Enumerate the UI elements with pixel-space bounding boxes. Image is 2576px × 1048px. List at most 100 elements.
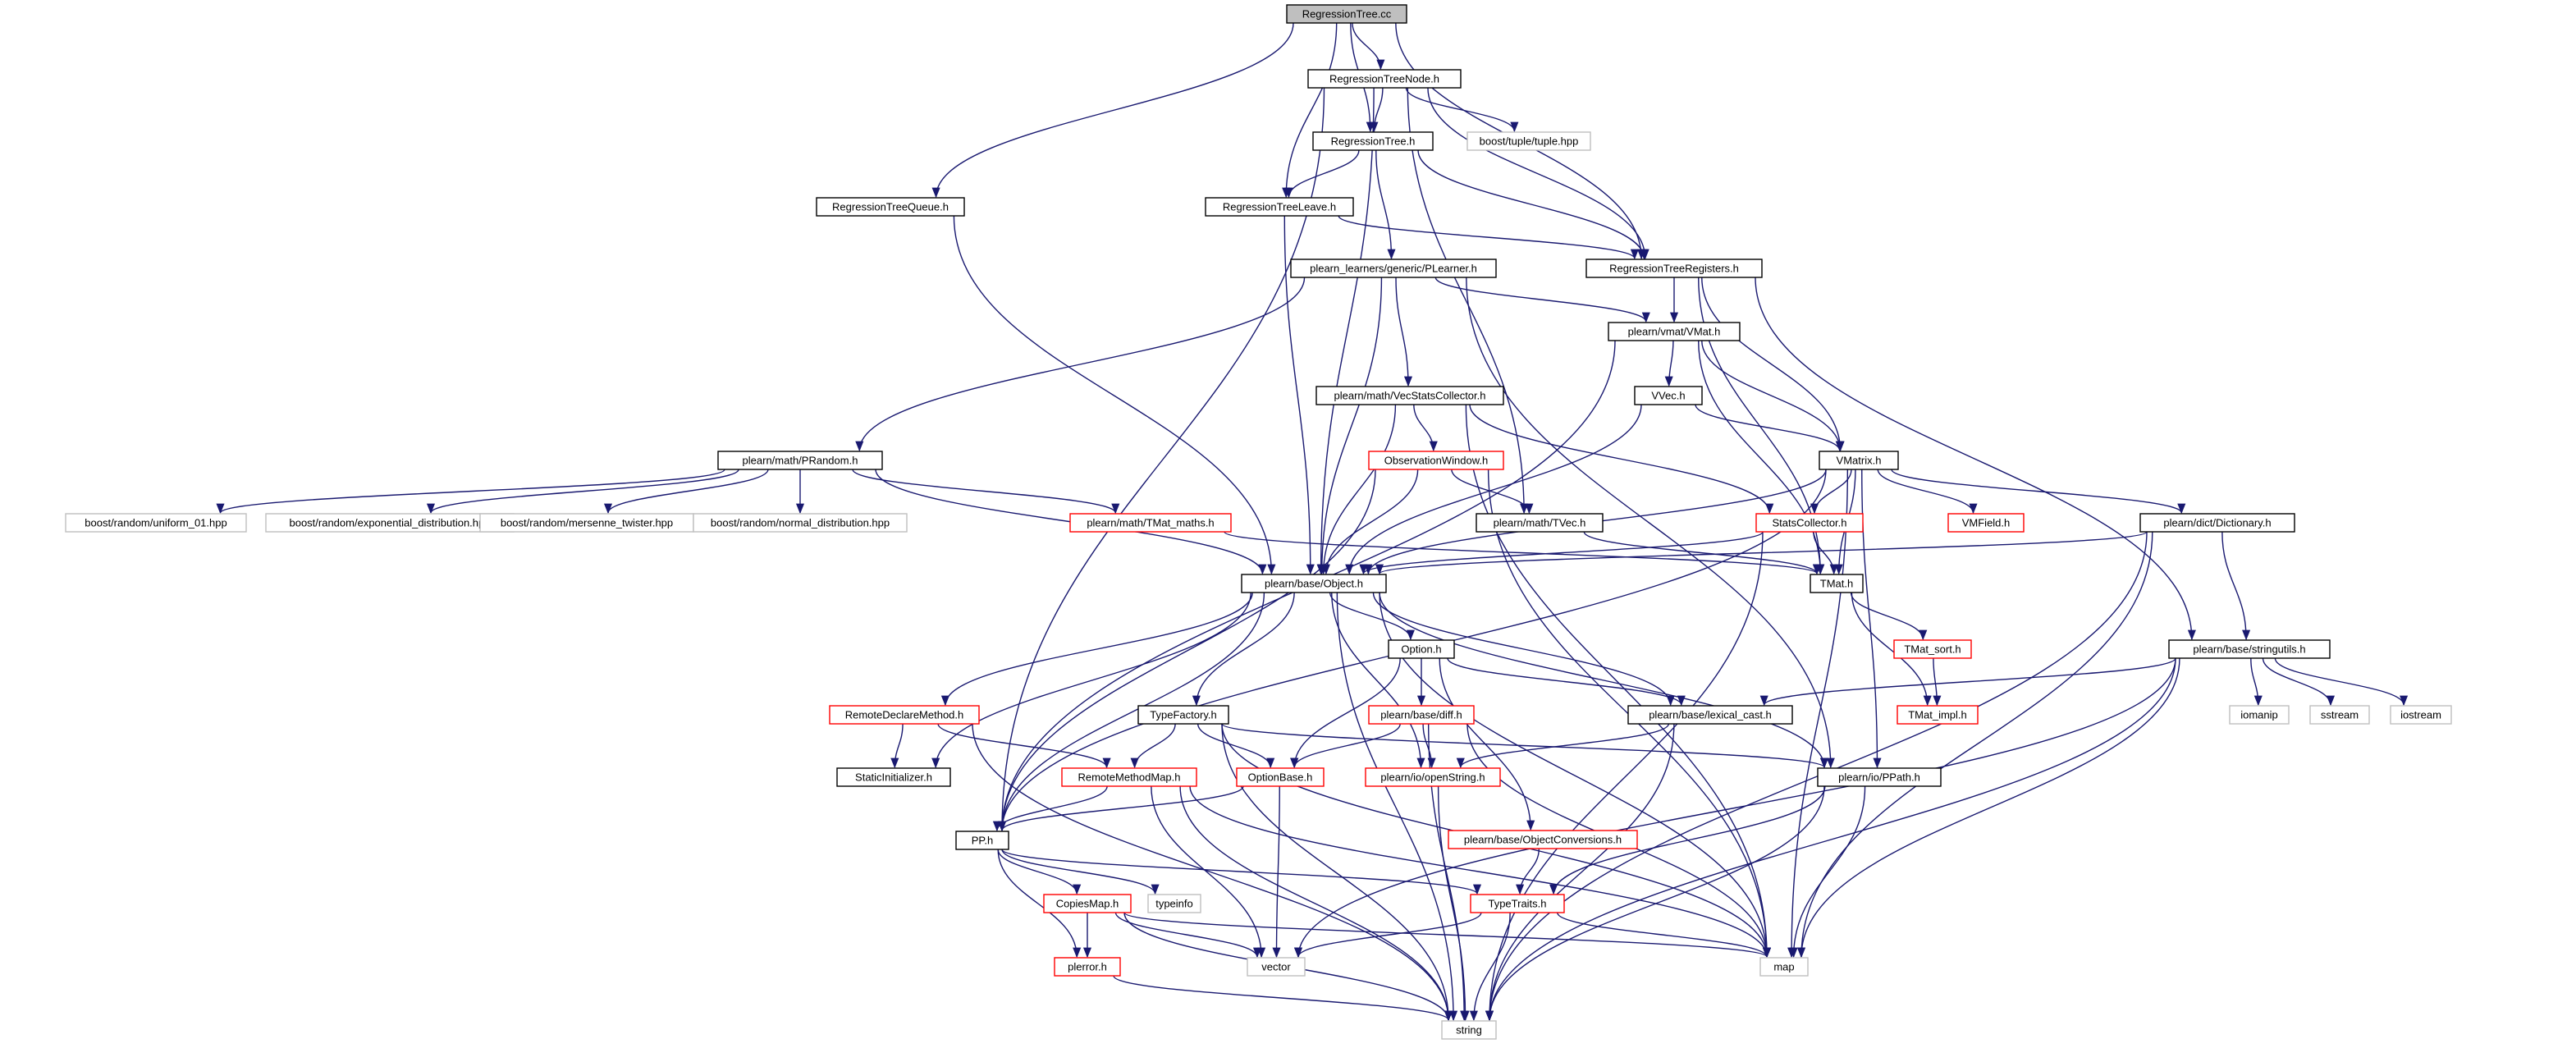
node-label: plearn/base/Object.h — [1265, 578, 1363, 590]
node-uniform01[interactable]: boost/random/uniform_01.hpp — [65, 513, 247, 533]
node-map[interactable]: map — [1759, 957, 1809, 977]
node-label: TMat_sort.h — [1904, 643, 1961, 656]
node-openstring-h[interactable]: plearn/io/openString.h — [1365, 767, 1501, 787]
node-label: iostream — [2400, 709, 2441, 721]
edge-remotemethodmap-h-to-string — [1179, 785, 1453, 1022]
node-tvec-h[interactable]: plearn/math/TVec.h — [1476, 513, 1604, 533]
node-typeinfo[interactable]: typeinfo — [1147, 894, 1201, 913]
edge-tmat-sort-h-to-tmat-impl-h — [1933, 657, 1942, 707]
node-label: ObservationWindow.h — [1384, 455, 1488, 467]
node-box — [1817, 767, 1942, 787]
edge-regressiontreeleave-h-to-regressiontreeregisters-h — [1338, 215, 1639, 260]
edge-regressiontreeregisters-h-to-vmatrix-h — [1701, 277, 1845, 452]
edge-stringutils-h-to-sstream — [2262, 657, 2336, 707]
edge-prandom-h-to-object-h — [875, 469, 1267, 575]
node-label: boost/random/normal_distribution.hpp — [711, 517, 890, 529]
edge-object-h-to-remotedeclaremethod-h — [940, 592, 1253, 707]
node-typetraits-h[interactable]: TypeTraits.h — [1470, 894, 1565, 913]
node-normdist[interactable]: boost/random/normal_distribution.hpp — [693, 513, 908, 533]
node-lexical-cast-h[interactable]: plearn/base/lexical_cast.h — [1627, 705, 1793, 725]
edge-lexical-cast-h-to-string — [1485, 723, 1675, 1022]
node-box — [1147, 894, 1201, 913]
node-vector[interactable]: vector — [1247, 957, 1306, 977]
node-tmat-maths-h[interactable]: plearn/math/TMat_maths.h — [1069, 513, 1232, 533]
node-box — [1819, 451, 1899, 470]
edge-vmatrix-h-to-map — [1787, 469, 1849, 959]
node-box — [1241, 574, 1387, 593]
edge-remotemethodmap-h-to-vector — [1151, 785, 1266, 959]
node-string[interactable]: string — [1441, 1020, 1497, 1040]
node-ppath-h[interactable]: plearn/io/PPath.h — [1817, 767, 1942, 787]
edge-copiesmap-h-to-vector — [1114, 912, 1261, 959]
node-copiesmap-h[interactable]: CopiesMap.h — [1043, 894, 1132, 913]
node-tmat-sort-h[interactable]: TMat_sort.h — [1893, 639, 1972, 659]
edge-typetraits-h-to-map — [1557, 912, 1771, 959]
node-staticinitializer-h[interactable]: StaticInitializer.h — [836, 767, 951, 787]
node-label: PP.h — [972, 835, 994, 847]
edge-prandom-h-to-uniform01 — [216, 469, 725, 515]
node-label: TypeTraits.h — [1488, 898, 1546, 910]
node-regressiontree-h[interactable]: RegressionTree.h — [1312, 131, 1434, 151]
node-iomanip[interactable]: iomanip — [2229, 705, 2290, 725]
node-box — [1368, 451, 1504, 470]
node-remotemethodmap-h[interactable]: RemoteMethodMap.h — [1061, 767, 1197, 787]
node-iostream[interactable]: iostream — [2390, 705, 2452, 725]
node-regressiontreeleave-h[interactable]: RegressionTreeLeave.h — [1205, 197, 1354, 217]
node-label: boost/random/mersenne_twister.hpp — [501, 517, 673, 529]
node-stringutils-h[interactable]: plearn/base/stringutils.h — [2168, 639, 2331, 659]
node-expdist[interactable]: boost/random/exponential_distribution.hp… — [265, 513, 515, 533]
node-box — [1365, 767, 1501, 787]
node-label: RegressionTreeRegisters.h — [1609, 263, 1739, 275]
node-boost-tuple[interactable]: boost/tuple/tuple.hpp — [1466, 131, 1591, 151]
node-regressiontreequeue-h[interactable]: RegressionTreeQueue.h — [816, 197, 965, 217]
node-tmat-h[interactable]: TMat.h — [1810, 574, 1864, 593]
node-dictionary-h[interactable]: plearn/dict/Dictionary.h — [2139, 513, 2295, 533]
node-mersenne[interactable]: boost/random/mersenne_twister.hpp — [479, 513, 694, 533]
node-label: RegressionTreeLeave.h — [1223, 201, 1336, 213]
node-regressiontreeregisters-h[interactable]: RegressionTreeRegisters.h — [1585, 259, 1763, 278]
node-plearner-h[interactable]: plearn_learners/generic/PLearner.h — [1290, 259, 1497, 278]
node-optionbase-h[interactable]: OptionBase.h — [1236, 767, 1325, 787]
edge-typefactory-h-to-string — [1221, 723, 1453, 1022]
edge-option-h-to-optionbase-h — [1290, 657, 1401, 769]
node-label: plearn/base/ObjectConversions.h — [1464, 834, 1622, 846]
node-label: TMat.h — [1820, 578, 1853, 590]
node-label: boost/tuple/tuple.hpp — [1480, 135, 1579, 148]
node-label: plearn/io/PPath.h — [1838, 771, 1920, 784]
node-label: iomanip — [2240, 709, 2278, 721]
node-tmat-impl-h[interactable]: TMat_impl.h — [1897, 705, 1979, 725]
edge-regressiontreeregisters-h-to-stringutils-h — [1755, 277, 2196, 641]
node-vecstatscollector-h[interactable]: plearn/math/VecStatsCollector.h — [1315, 386, 1504, 405]
node-pl-error-h[interactable]: plerror.h — [1054, 957, 1121, 977]
node-vmat-h[interactable]: plearn/vmat/VMat.h — [1608, 322, 1741, 341]
node-sstream[interactable]: sstream — [2309, 705, 2370, 725]
node-diff-h[interactable]: plearn/base/diff.h — [1368, 705, 1475, 725]
node-box — [1054, 957, 1121, 977]
node-label: plearn_learners/generic/PLearner.h — [1310, 263, 1477, 275]
node-prandom-h[interactable]: plearn/math/PRandom.h — [717, 451, 883, 470]
node-box — [2139, 513, 2295, 533]
node-label: plearn/base/stringutils.h — [2193, 643, 2305, 656]
edge-regressiontreequeue-h-to-object-h — [953, 215, 1276, 575]
node-statscollector-h[interactable]: StatsCollector.h — [1755, 513, 1864, 533]
node-vmfield-h[interactable]: VMField.h — [1947, 513, 2025, 533]
edge-optionbase-h-to-pp-h — [998, 785, 1244, 832]
node-observationwindow-h[interactable]: ObservationWindow.h — [1368, 451, 1504, 470]
node-label: plearn/base/lexical_cast.h — [1649, 709, 1772, 721]
node-pp-h[interactable]: PP.h — [955, 831, 1009, 850]
node-regressiontree-cc[interactable]: RegressionTree.cc — [1286, 4, 1407, 24]
node-regressiontreenode-h[interactable]: RegressionTreeNode.h — [1307, 69, 1462, 89]
node-box — [955, 831, 1009, 850]
node-label: RegressionTreeNode.h — [1329, 73, 1439, 85]
node-vmatrix-h[interactable]: VMatrix.h — [1819, 451, 1899, 470]
node-option-h[interactable]: Option.h — [1388, 639, 1455, 659]
node-object-h[interactable]: plearn/base/Object.h — [1241, 574, 1387, 593]
node-box — [1368, 705, 1475, 725]
node-objectconversions-h[interactable]: plearn/base/ObjectConversions.h — [1448, 830, 1638, 849]
edge-prandom-h-to-mersenne — [604, 469, 769, 515]
node-vvec-h[interactable]: VVec.h — [1634, 386, 1703, 405]
node-box — [1286, 4, 1407, 24]
node-label: VMatrix.h — [1837, 455, 1882, 467]
node-remotedeclaremethod-h[interactable]: RemoteDeclareMethod.h — [829, 705, 980, 725]
node-typefactory-h[interactable]: TypeFactory.h — [1137, 705, 1229, 725]
